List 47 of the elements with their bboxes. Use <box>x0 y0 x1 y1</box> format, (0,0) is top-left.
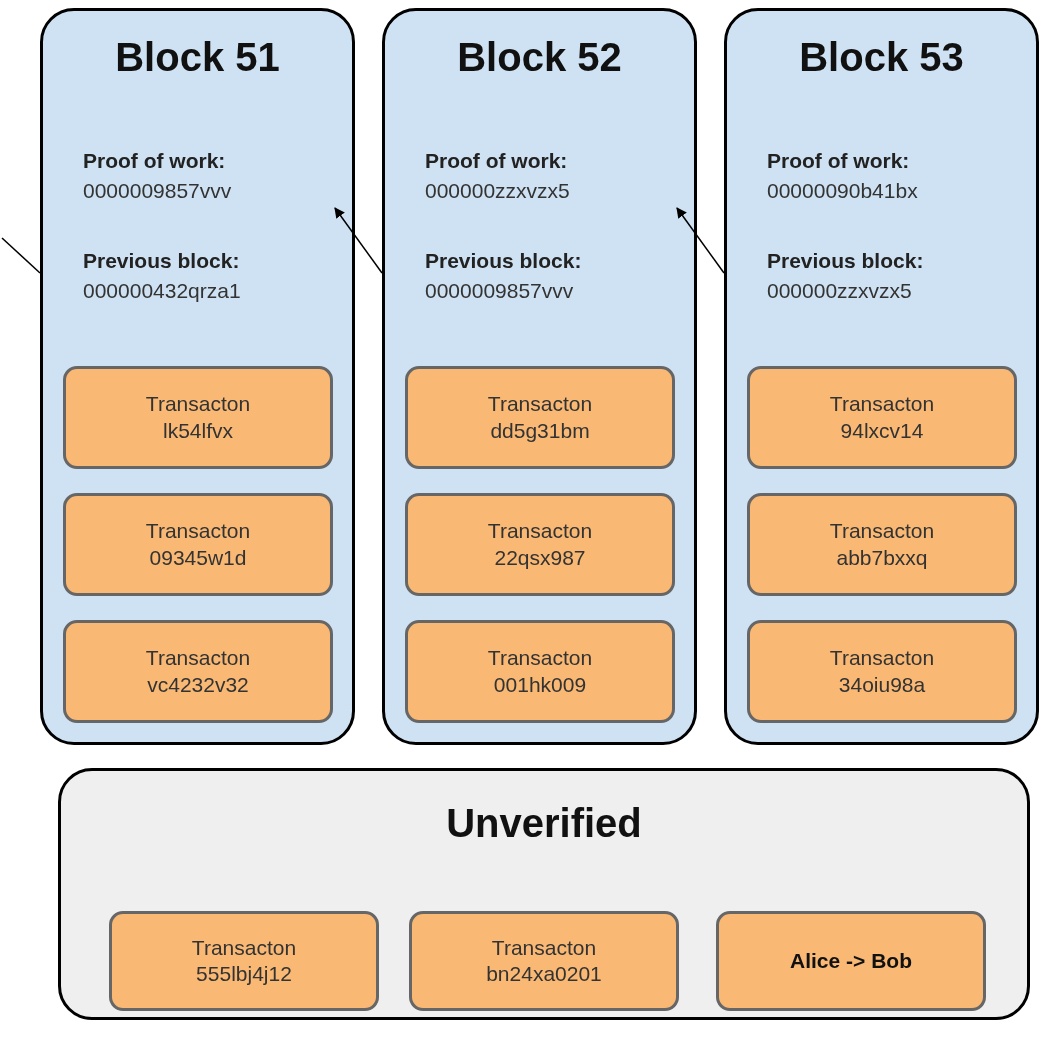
transaction-card <box>109 911 379 1011</box>
field-label: Proof of work: <box>425 149 568 173</box>
arrow <box>676 207 725 274</box>
transaction-card <box>716 911 986 1011</box>
transaction-label: Transacton 001hk009 <box>486 645 594 698</box>
transaction-card <box>747 620 1017 723</box>
transaction-label: Transacton dd5g31bm <box>486 391 594 444</box>
transaction-label: Transacton abb7bxxq <box>828 518 936 571</box>
block-title: Block 53 <box>798 35 965 80</box>
transaction-label: Transacton 22qsx987 <box>486 518 594 571</box>
transaction-card <box>63 620 333 723</box>
transaction-label: Transacton 94lxcv14 <box>828 391 936 444</box>
transaction-label: Transacton 555lbj4j12 <box>190 934 298 987</box>
transaction-card <box>409 911 679 1011</box>
transaction-card <box>63 493 333 596</box>
block-card <box>40 8 355 745</box>
block-title: Block 52 <box>456 35 623 80</box>
hash-value: 000000zzxvzx5 <box>767 279 912 303</box>
field-label: Previous block: <box>767 249 924 273</box>
transaction-label: Alice -> Bob <box>789 947 913 974</box>
field-label: Proof of work: <box>767 149 910 173</box>
panel-title: Unverified <box>445 801 643 846</box>
hash-value: 0000009857vvv <box>425 279 574 303</box>
transaction-card <box>63 366 333 469</box>
transaction-label: Transacton lk54lfvx <box>144 391 252 444</box>
hash-value: 00000090b41bx <box>767 179 918 203</box>
field-label: Proof of work: <box>83 149 226 173</box>
hash-value: 000000zzxvzx5 <box>425 179 570 203</box>
transaction-label: Transacton vc4232v32 <box>144 645 252 698</box>
hash-value: 0000009857vvv <box>83 179 232 203</box>
transaction-card <box>405 493 675 596</box>
transaction-label: Transacton bn24xa0201 <box>485 934 603 987</box>
block-card <box>382 8 697 745</box>
field-label: Previous block: <box>425 249 582 273</box>
transaction-label: Transacton 09345w1d <box>144 518 252 571</box>
transaction-card <box>405 366 675 469</box>
block-card <box>724 8 1039 745</box>
transaction-card <box>747 493 1017 596</box>
transaction-card <box>405 620 675 723</box>
pool-panel <box>58 768 1030 1020</box>
arrow <box>334 207 383 274</box>
block-title: Block 51 <box>114 35 281 80</box>
transaction-label: Transacton 34oiu98a <box>828 645 936 698</box>
hash-value: 000000432qrza1 <box>83 279 241 303</box>
field-label: Previous block: <box>83 249 240 273</box>
transaction-card <box>747 366 1017 469</box>
connector-line <box>1 237 41 274</box>
